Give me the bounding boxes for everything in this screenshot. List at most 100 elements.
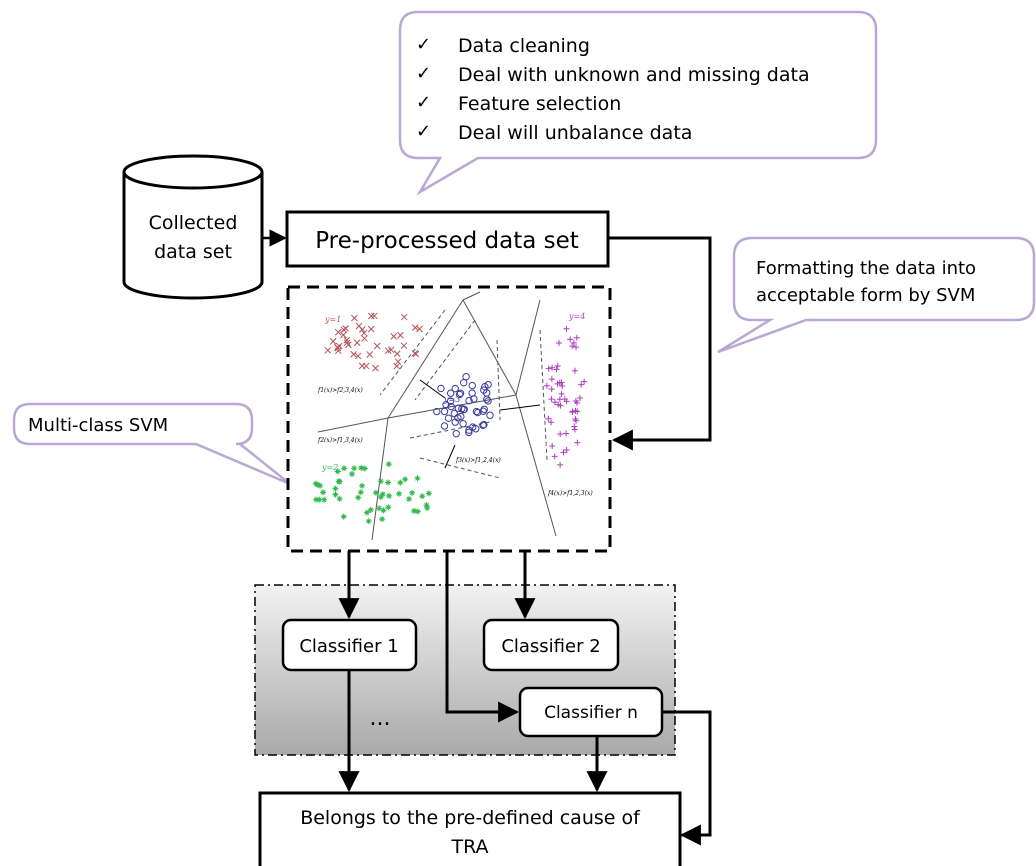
- c4-point: [557, 461, 564, 468]
- c4-point: [572, 407, 579, 414]
- c3-point: [459, 405, 468, 414]
- c2-point: [335, 478, 342, 485]
- c2-point: [332, 485, 339, 492]
- result-box: Belongs to the pre-defined cause of TRA: [258, 791, 682, 866]
- c1-point: [340, 331, 347, 339]
- c1-point: [362, 362, 370, 370]
- preprocessing-callout: ✓ Data cleaning ✓ Deal with unknown and …: [398, 10, 878, 196]
- c2-point: [396, 490, 403, 497]
- margin-lines: [379, 309, 548, 479]
- c2-point: [332, 491, 339, 498]
- c4-point: [548, 419, 555, 426]
- c4-point: [545, 365, 552, 372]
- c4-point: [558, 390, 565, 397]
- c3-point: [472, 425, 480, 433]
- class1-label: y=1: [324, 315, 341, 324]
- c3-point: [474, 408, 482, 417]
- c1-point: [367, 312, 375, 320]
- c1-point: [412, 350, 420, 358]
- formatting-callout: Formatting the data into acceptable form…: [717, 236, 1036, 354]
- c1-point: [335, 342, 343, 350]
- c3-point: [458, 404, 466, 413]
- c1-point: [394, 358, 402, 366]
- equation-1: f1(x)>f2,3,4(x): [317, 387, 363, 394]
- c1-point: [343, 336, 351, 344]
- class2-label: y=2: [321, 463, 338, 472]
- c2-point: [321, 496, 328, 503]
- c1-point: [416, 325, 423, 333]
- arrow-svm-to-classifiern: [445, 551, 520, 723]
- result-line1: Belongs to the pre-defined cause of: [300, 807, 641, 829]
- c2-point: [312, 480, 319, 487]
- c1-point: [355, 322, 363, 330]
- c3-point: [465, 428, 473, 437]
- c2-point: [402, 476, 409, 483]
- c2-point: [336, 495, 343, 502]
- c3-point: [472, 407, 481, 416]
- c4-point: [559, 383, 566, 390]
- c1-point: [367, 325, 375, 333]
- collected-dataset-cylinder: Collected data set: [122, 154, 264, 300]
- c2-point: [386, 492, 393, 499]
- c3-point: [452, 429, 460, 438]
- c2-point: [397, 479, 404, 486]
- c2-point: [317, 482, 324, 489]
- c1-point: [350, 350, 358, 358]
- c3-point: [444, 414, 453, 422]
- equation-2: f2(x)>f1,3,4(x): [317, 437, 363, 444]
- check-icon: ✓: [416, 121, 431, 142]
- c2-point: [385, 479, 392, 486]
- arrow-preprocessed-to-svm: [608, 236, 712, 451]
- c1-point: [393, 362, 401, 370]
- c2-point: [409, 489, 416, 496]
- c3-point: [440, 407, 449, 416]
- c2-point: [358, 464, 365, 471]
- c1-point: [370, 312, 378, 320]
- equation-3: f3(x)>f1,2,4(x): [455, 457, 501, 464]
- c3-point: [465, 396, 473, 405]
- c2-point: [363, 509, 370, 516]
- c3-point: [437, 384, 445, 393]
- checklist: ✓ Data cleaning ✓ Deal with unknown and …: [416, 34, 810, 144]
- formatting-line1: Formatting the data into: [756, 258, 976, 279]
- c4-point: [571, 367, 578, 374]
- c4-point: [581, 378, 588, 385]
- c2-point: [334, 468, 341, 475]
- c2-point: [340, 513, 347, 520]
- c2-point: [313, 496, 320, 503]
- c1-point: [351, 314, 358, 322]
- c1-point: [397, 331, 404, 339]
- c1-point: [360, 329, 368, 337]
- c1-point: [354, 352, 362, 360]
- ellipsis: ...: [370, 706, 391, 731]
- checklist-item: Feature selection: [458, 93, 621, 115]
- c1-point: [334, 344, 342, 352]
- result-line2: TRA: [450, 836, 488, 858]
- c4-point: [549, 364, 556, 371]
- c3-point: [455, 390, 464, 399]
- equation-4: f4(x)>f1,2,3(x): [547, 490, 593, 497]
- c2-point: [406, 496, 413, 503]
- c2-point: [357, 489, 364, 496]
- c2-point: [320, 489, 327, 496]
- c4-point: [571, 423, 578, 430]
- class3-points: [433, 372, 494, 438]
- c1-point: [411, 324, 419, 332]
- c4-point: [554, 362, 561, 369]
- c3-point: [457, 412, 465, 421]
- c3-point: [459, 378, 468, 387]
- c2-point: [341, 465, 348, 472]
- c1-point: [334, 328, 342, 336]
- multiclass-svm-label: Multi-class SVM: [28, 415, 168, 436]
- preprocessed-dataset-box: Pre-processed data set: [285, 210, 610, 268]
- decision-boundaries: [317, 291, 557, 541]
- c2-point: [314, 481, 321, 488]
- c4-point: [543, 382, 550, 389]
- formatting-line2: acceptable form by SVM: [756, 285, 975, 306]
- c4-point: [563, 398, 570, 405]
- class4-points: [543, 325, 588, 468]
- c3-point: [447, 402, 455, 411]
- c4-point: [576, 395, 583, 402]
- c4-point: [549, 443, 556, 450]
- c4-point: [563, 446, 570, 453]
